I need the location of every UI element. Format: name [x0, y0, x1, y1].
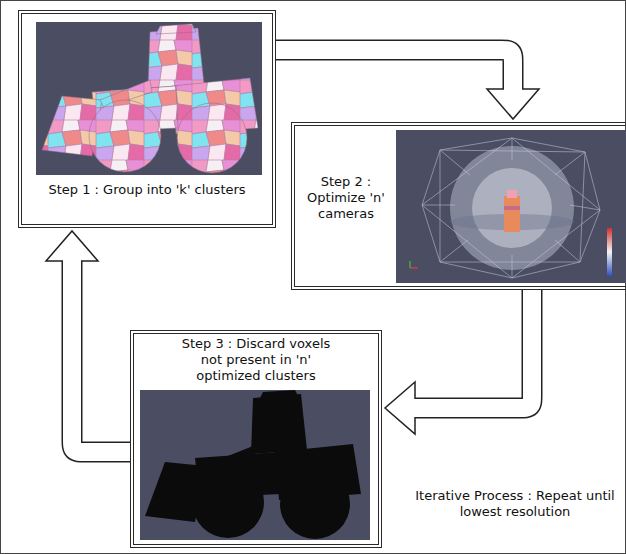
step-text: Step 1 : Group into 'k' clusters [47, 182, 247, 198]
step-text: Step 2 : Optimize 'n' cameras [299, 174, 393, 222]
camera-optimization-image [396, 130, 626, 283]
arrow-body [276, 50, 513, 91]
block-arrow [46, 231, 130, 452]
arrow-outline [72, 259, 130, 452]
text-area: Step 3 : Discard voxels not present in '… [172, 336, 340, 384]
step-text: Step 3 : Discard voxels not present in '… [172, 336, 340, 384]
step-box: Step 2 : Optimize 'n' cameras [291, 122, 626, 290]
block-arrow [276, 50, 539, 119]
step-box: Step 3 : Discard voxels not present in '… [130, 330, 382, 548]
arrow-body [72, 259, 130, 452]
arrow-head [46, 231, 98, 261]
note-text: Iterative Process : Repeat until lowest … [408, 488, 622, 520]
arrow-outline [276, 50, 513, 91]
text-area: Step 1 : Group into 'k' clusters [47, 182, 247, 198]
arrow-outline [413, 290, 532, 408]
step-box: Step 1 : Group into 'k' clusters [18, 10, 276, 228]
pruned-voxel-image [140, 390, 370, 540]
text-area: Step 2 : Optimize 'n' cameras [299, 174, 393, 222]
voxel-cluster-image [36, 22, 262, 175]
arrow-head [385, 382, 415, 434]
arrow-head [487, 89, 539, 119]
block-arrow [385, 290, 532, 434]
arrow-body [413, 290, 532, 408]
